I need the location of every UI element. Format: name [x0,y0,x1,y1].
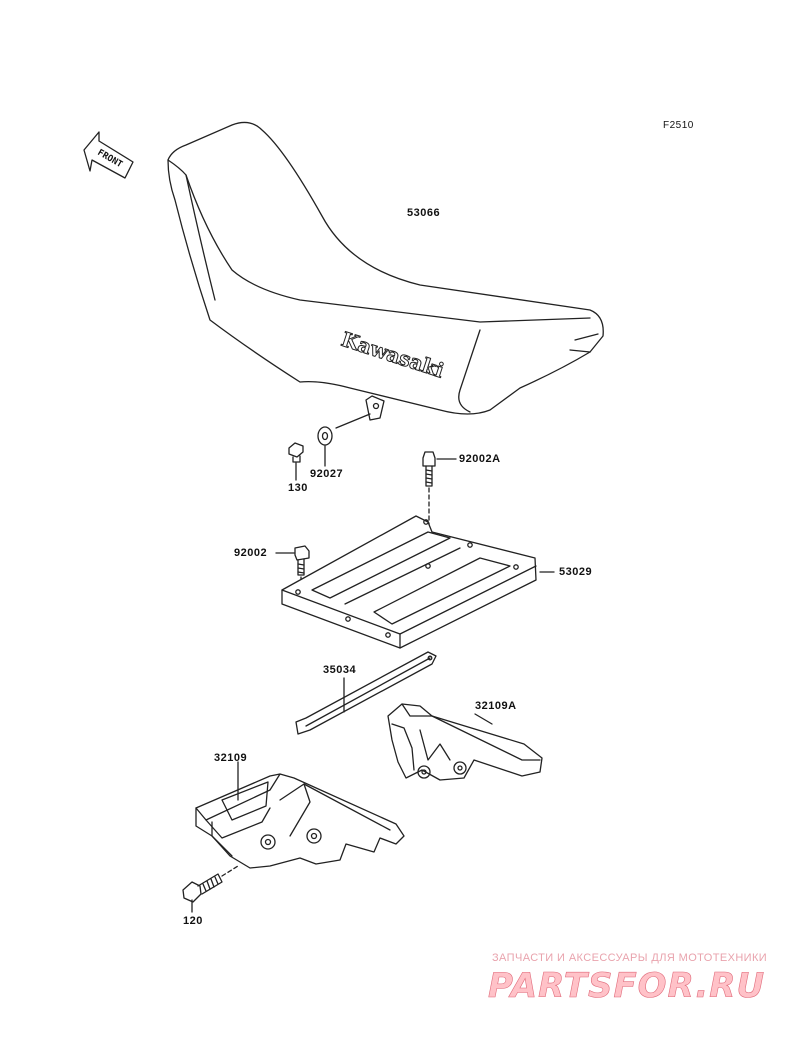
part-label-seat: 53066 [407,207,441,219]
front-arrow-icon: FRONT [83,131,134,179]
seat-base-53029 [281,515,555,649]
bracket-32109 [195,761,405,869]
figure-code: F2510 [663,120,694,131]
strap-35034 [295,651,437,735]
part-label-bolt-92002: 92002 [234,547,268,559]
watermark-tagline: ЗАПЧАСТИ И АКСЕССУАРЫ ДЛЯ МОТОТЕХНИКИ [492,952,768,964]
part-label-bolt-130: 130 [288,482,308,494]
washer-92027 [317,426,333,467]
bolt-130 [288,442,304,481]
part-label-bracket-right: 32109A [475,700,517,712]
part-label-bolt-92002a: 92002A [459,453,501,465]
part-label-strap: 35034 [323,664,357,676]
bracket-32109a [387,703,543,781]
part-label-bolt-120: 120 [183,915,203,927]
watermark-logo: PARTSFOR.RU [488,966,766,1007]
part-label-seat-base: 53029 [559,566,593,578]
bolt-120 [182,865,239,913]
seat-53066: Kawasaki [167,121,604,429]
part-label-washer: 92027 [310,468,344,480]
part-label-bracket-left: 32109 [214,752,248,764]
